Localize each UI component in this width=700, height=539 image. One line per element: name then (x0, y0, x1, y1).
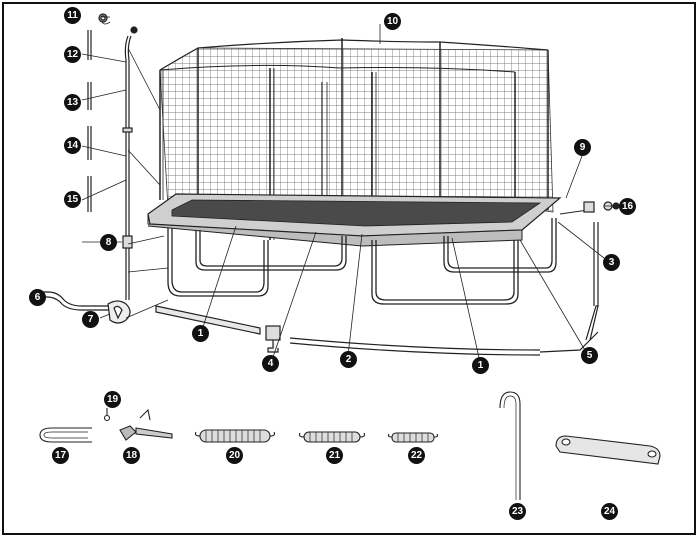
part-callout-18: 18 (123, 447, 140, 464)
part-callout-11: 11 (64, 7, 81, 24)
part-callout-20: 20 (226, 447, 243, 464)
part-callout-17: 17 (52, 447, 69, 464)
enclosure-net (159, 39, 554, 213)
part-callout-23: 23 (509, 503, 526, 520)
part-callout-7: 7 (82, 311, 99, 328)
part-callout-12: 12 (64, 46, 81, 63)
part-callout-10: 10 (384, 13, 401, 30)
part-callout-8: 8 (100, 234, 117, 251)
part-callout-3: 3 (603, 254, 620, 271)
frame-rails (155, 201, 620, 356)
leader-lines (38, 16, 620, 363)
hardware-parts (39, 391, 661, 500)
part-callout-2: 2 (340, 351, 357, 368)
left-parts (40, 13, 138, 324)
part-callout-16: 16 (619, 198, 636, 215)
part-callout-5: 5 (581, 347, 598, 364)
part-callout-9: 9 (574, 139, 591, 156)
part-callout-14: 14 (64, 137, 81, 154)
part-callout-4: 4 (262, 355, 279, 372)
part-callout-1-right: 1 (472, 357, 489, 374)
part-callout-15: 15 (64, 191, 81, 208)
part-callout-1-left: 1 (192, 325, 209, 342)
part-callout-13: 13 (64, 94, 81, 111)
part-callout-24: 24 (601, 503, 618, 520)
part-callout-21: 21 (326, 447, 343, 464)
part-callout-22: 22 (408, 447, 425, 464)
frame-legs (167, 218, 557, 305)
part-callout-6: 6 (29, 289, 46, 306)
part-callout-19: 19 (104, 391, 121, 408)
trampoline-bed (147, 193, 562, 247)
